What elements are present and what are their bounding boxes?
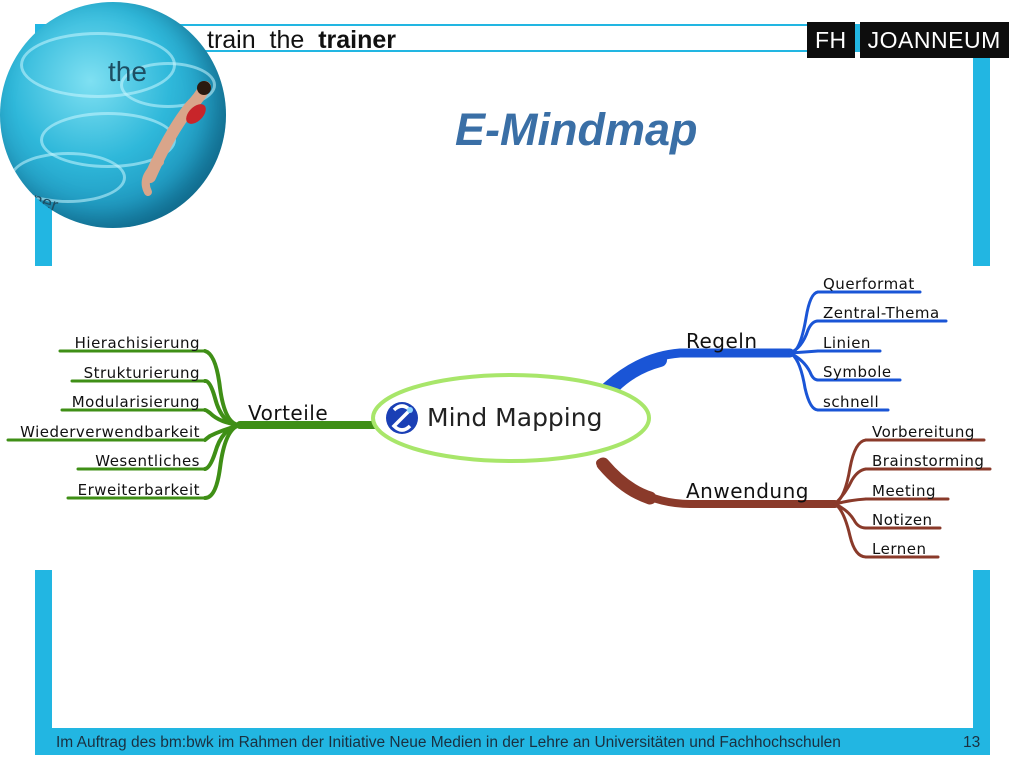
anwendung-item-2: Brainstorming: [872, 452, 984, 470]
regeln-item-5: schnell: [823, 393, 879, 411]
vorteile-item-1: Hierachisierung: [75, 334, 200, 352]
vorteile-item-5: Wesentliches: [95, 452, 200, 470]
frame-right-bar-upper: [973, 52, 990, 266]
central-topic-label: Mind Mapping: [427, 403, 602, 432]
vorteile-item-3: Modularisierung: [72, 393, 200, 411]
page-number: 13: [963, 734, 981, 751]
regeln-item-4: Symbole: [823, 363, 892, 381]
anwendung-item-1: Vorbereitung: [872, 423, 975, 441]
slide-title: E-Mindmap: [455, 104, 698, 155]
anwendung-label: Anwendung: [686, 479, 809, 503]
anwendung-item-5: Lernen: [872, 540, 926, 558]
central-topic: Mind Mapping: [371, 373, 651, 463]
mindmanager-logo-icon: [386, 402, 418, 434]
footer-text: Im Auftrag des bm:bwk im Rahmen der Init…: [56, 734, 841, 751]
globe-word-the: the: [108, 56, 147, 87]
vorteile-label: Vorteile: [248, 401, 328, 425]
vorteile-item-4: Wiederverwendbarkeit: [20, 423, 200, 441]
vorteile-branch: [6, 349, 389, 500]
anwendung-item-4: Notizen: [872, 511, 933, 529]
mindmap-diagram: Hierachisierung Strukturierung Modularis…: [6, 275, 992, 559]
swimmer-globe-image: the ner: [0, 2, 226, 228]
frame-right-bar-lower: [973, 570, 990, 755]
regeln-item-3: Linien: [823, 334, 871, 352]
logo-joanneum: JOANNEUM: [859, 22, 1009, 58]
frame-bottom-inner: [52, 730, 973, 753]
fh-joanneum-logo: FH JOANNEUM: [807, 22, 1009, 58]
regeln-branch: [600, 290, 948, 412]
vorteile-item-2: Strukturierung: [84, 364, 200, 382]
swimmer-icon: [141, 81, 211, 196]
anwendung-branch: [596, 438, 992, 559]
frame-left-bar-lower: [35, 570, 52, 755]
regeln-item-1: Querformat: [823, 275, 915, 293]
logo-fh: FH: [807, 22, 855, 58]
header-title: train the trainer: [207, 26, 397, 54]
vorteile-item-6: Erweiterbarkeit: [78, 481, 200, 499]
regeln-item-2: Zentral-Thema: [823, 304, 940, 322]
anwendung-item-3: Meeting: [872, 482, 936, 500]
regeln-label: Regeln: [686, 329, 758, 353]
